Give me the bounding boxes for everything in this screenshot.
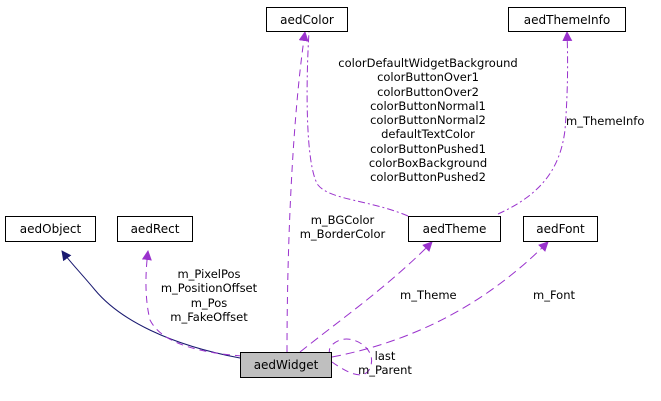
edge-label-themeinfo: m_ThemeInfo [566, 114, 645, 128]
edge-widget-rect [141, 250, 243, 357]
node-aedColor[interactable]: aedColor [266, 7, 348, 32]
node-label: aedColor [280, 12, 334, 27]
node-label: aedFont [536, 222, 585, 236]
edge-label-line: colorButtonPushed1 [370, 141, 486, 156]
edge-label-widget-rect: m_PixelPos m_PositionOffset m_Pos m_Fake… [150, 267, 268, 324]
node-aedObject[interactable]: aedObject [5, 216, 96, 242]
node-label: aedObject [19, 222, 82, 236]
node-aedTheme[interactable]: aedTheme [408, 216, 501, 242]
edge-label-line: colorButtonPushed2 [370, 170, 486, 185]
edge-widget-self [328, 338, 373, 376]
node-aedRect[interactable]: aedRect [117, 216, 193, 242]
node-label: aedTheme [422, 222, 487, 236]
node-label: aedRect [130, 222, 180, 236]
edge-label-self: last m_Parent [352, 349, 418, 378]
node-label: aedThemeInfo [523, 12, 611, 27]
edge-widget-theme [299, 241, 433, 353]
edge-label-widget-color: m_BGColor m_BorderColor [290, 213, 395, 242]
node-label: aedWidget [253, 358, 319, 372]
edge-label-line: m_Parent [358, 363, 412, 378]
edge-label-line: m_BorderColor [299, 227, 386, 242]
node-aedThemeInfo[interactable]: aedThemeInfo [508, 7, 626, 32]
edge-label-line: colorButtonOver2 [377, 84, 479, 99]
edge-label-line: m_PixelPos [177, 267, 241, 281]
edge-label-theme: m_Theme [400, 288, 457, 302]
node-aedWidget[interactable]: aedWidget [240, 352, 332, 378]
edge-widget-font [331, 241, 549, 358]
edge-theme-color [306, 31, 409, 217]
edge-widget-object [61, 250, 241, 359]
edge-label-theme-color: colorDefaultWidgetBackground colorButton… [318, 56, 538, 185]
edge-label-font: m_Font [533, 288, 575, 302]
edge-label-line: colorBoxBackground [368, 156, 488, 171]
edge-label-line: defaultTextColor [381, 127, 475, 142]
edge-label-line: colorButtonNormal2 [370, 113, 486, 128]
edge-label-line: colorButtonNormal1 [370, 98, 486, 113]
node-aedFont[interactable]: aedFont [523, 216, 598, 242]
edge-label-line: m_Pos [190, 295, 228, 310]
edge-label-line: m_PositionOffset [160, 281, 258, 296]
edge-widget-color [286, 31, 309, 353]
edge-label-line: colorButtonOver1 [377, 70, 479, 85]
edge-label-line: m_FakeOffset [170, 309, 248, 324]
edge-label-line: last [374, 349, 396, 363]
edge-label-line: m_BGColor [310, 213, 375, 227]
edge-label-line: colorDefaultWidgetBackground [338, 56, 518, 70]
edge-theme-themeinfo [497, 31, 573, 215]
